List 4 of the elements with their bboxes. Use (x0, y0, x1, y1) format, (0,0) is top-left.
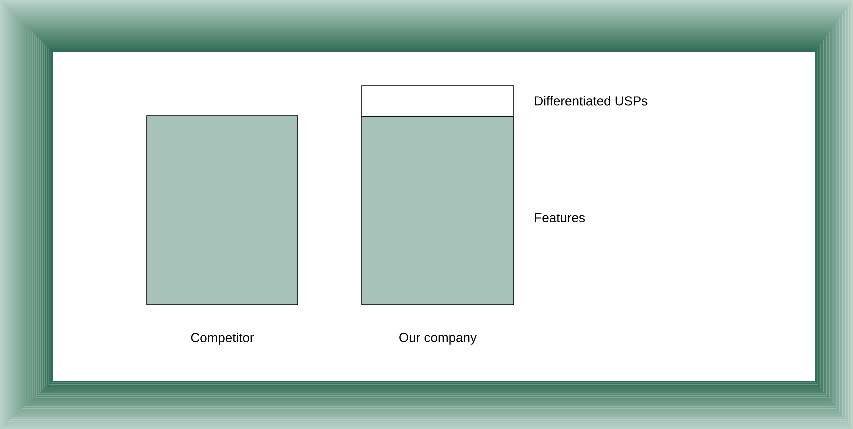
segment-label: Differentiated USPs (535, 96, 648, 106)
bar-caption: Competitor (191, 332, 254, 346)
segment-label: Features (535, 213, 586, 223)
bar-caption: Our company (400, 333, 477, 345)
